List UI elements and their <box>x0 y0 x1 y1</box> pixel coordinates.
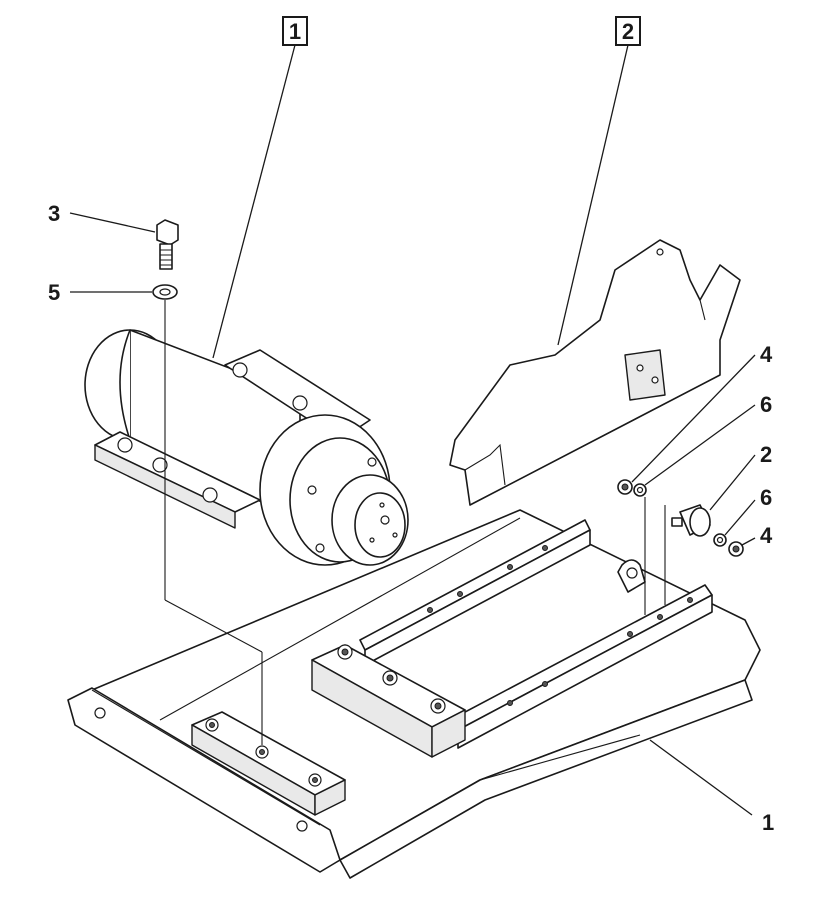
mount-block-rear <box>311 644 466 758</box>
callout-6-top: 6 <box>760 392 772 417</box>
callout-2: 2 <box>760 442 772 467</box>
callout-box-2: 2 <box>615 16 641 46</box>
callout-5: 5 <box>48 280 60 305</box>
callout-1: 1 <box>762 810 774 835</box>
bolt-3 <box>156 219 179 270</box>
callout-3: 3 <box>48 201 60 226</box>
rubber-mount-2 <box>671 504 744 557</box>
callout-box-1-label: 1 <box>289 19 301 44</box>
callout-box-1: 1 <box>282 16 308 46</box>
washer-5 <box>152 284 178 300</box>
mounting-bracket <box>449 239 741 506</box>
mount-block-front <box>191 711 346 816</box>
nut-washer-top <box>617 479 647 497</box>
callout-4-top: 4 <box>760 342 773 367</box>
callout-6-bottom: 6 <box>760 485 772 510</box>
callout-4-bottom: 4 <box>760 523 773 548</box>
motor-assembly <box>84 329 409 566</box>
assembly-lines <box>164 300 666 745</box>
mounting-rails <box>359 519 713 749</box>
callout-box-2-label: 2 <box>622 19 634 44</box>
leader-lines <box>69 44 756 816</box>
